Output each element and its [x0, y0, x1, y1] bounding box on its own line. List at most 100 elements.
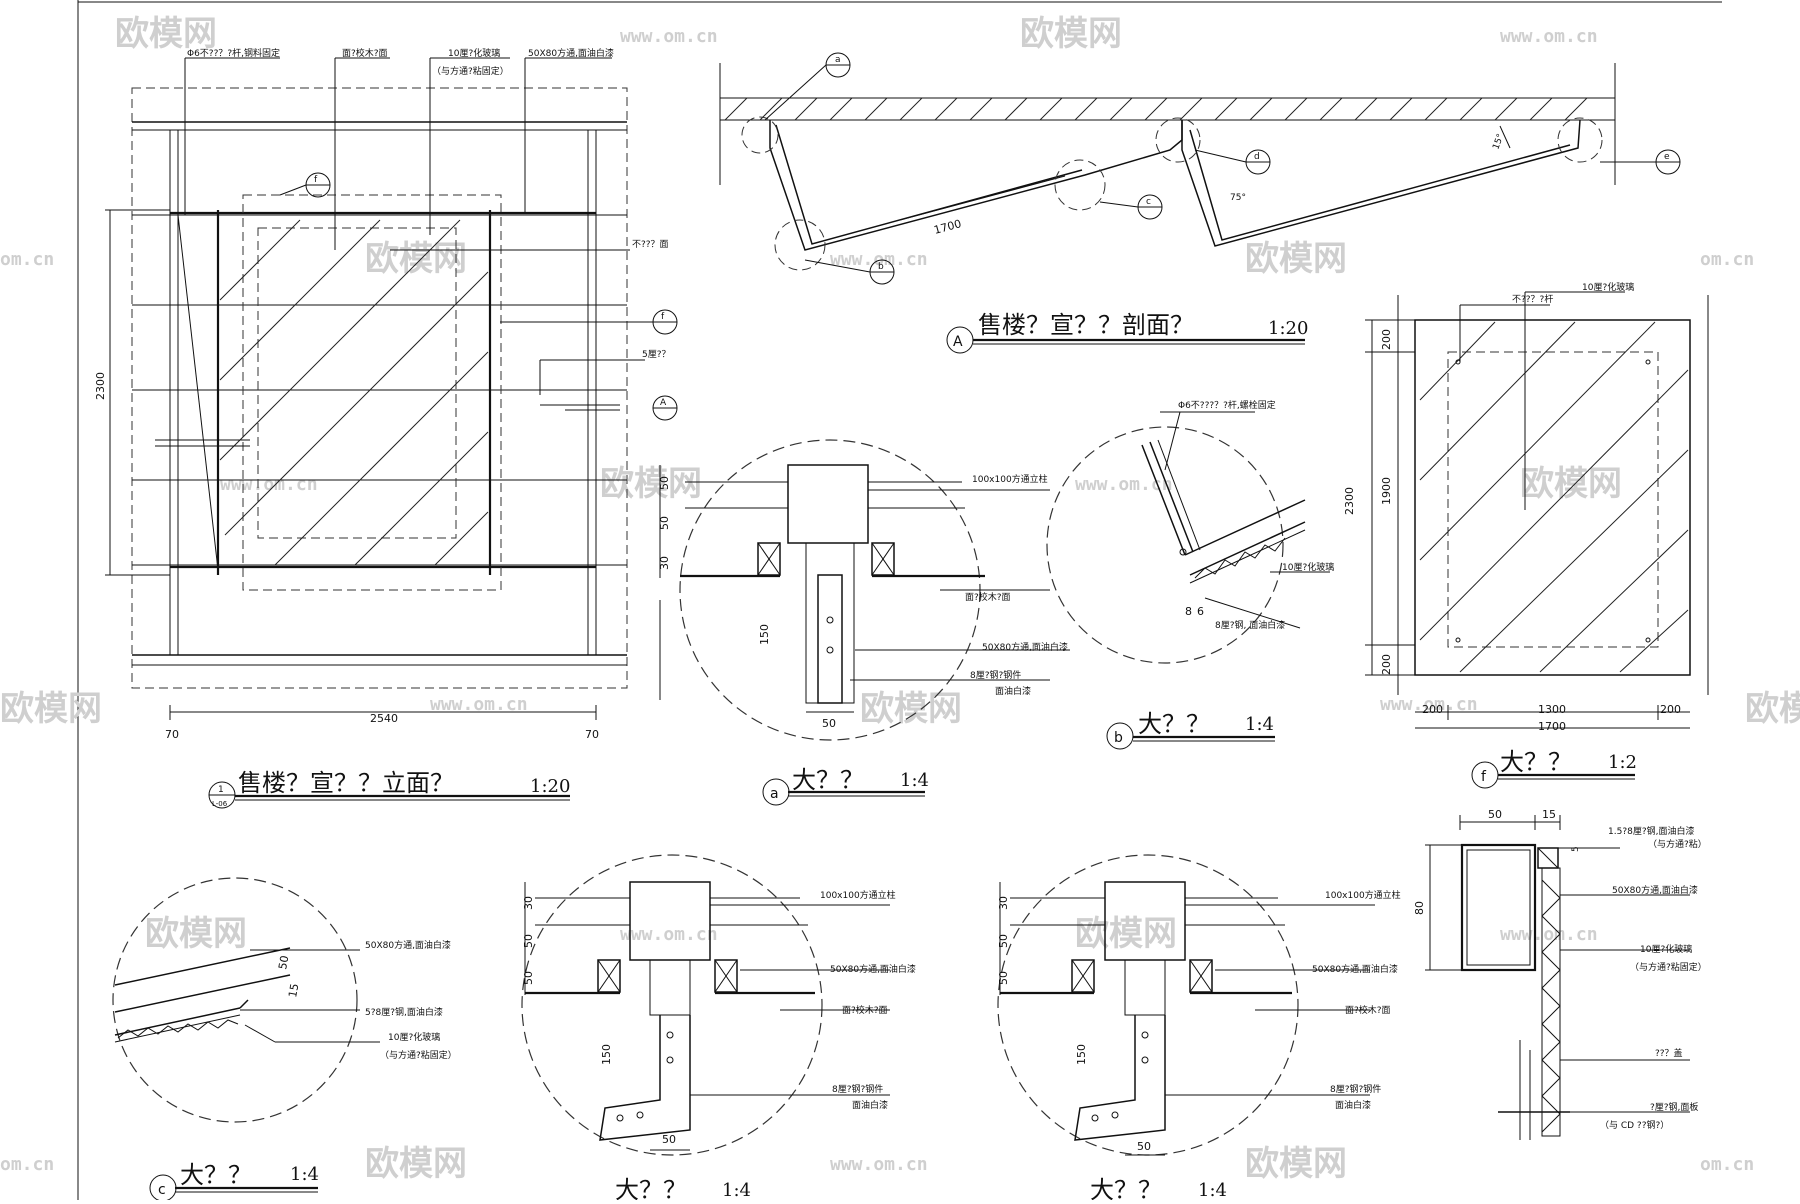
svg-text:200: 200 [1380, 329, 1393, 350]
section-a-title-block: A 售楼？宣？？剖面？ 1:20 [946, 311, 1308, 354]
svg-text:欧模网: 欧模网 [1520, 464, 1622, 504]
svg-text:L-06: L-06 [212, 800, 228, 808]
svg-text:www.om.cn: www.om.cn [1075, 474, 1173, 495]
svg-text:100x100方通立柱: 100x100方通立柱 [820, 889, 896, 901]
svg-text:50X80方通,面油白漆: 50X80方通,面油白漆 [1612, 884, 1698, 896]
label-rod: Φ6不??？?杆,钢料固定 [187, 47, 280, 59]
svg-text:5?8厘?钢,面油白漆: 5?8厘?钢,面油白漆 [365, 1006, 443, 1018]
detail-a-title: 大？？ [792, 766, 864, 794]
svg-text:5: 5 [1571, 846, 1581, 852]
svg-text:80: 80 [1413, 901, 1426, 915]
svg-text:面?校木?面: 面?校木?面 [965, 591, 1011, 603]
detail-e-title-block: 大？？ 1:4 [1090, 1176, 1227, 1204]
detail-a-title-block: a 大？？ 1:4 [762, 766, 929, 806]
svg-text:om.cn: om.cn [1700, 249, 1754, 270]
svg-text:200: 200 [1422, 703, 1443, 716]
detail-f-scale: 1:2 [1608, 752, 1637, 773]
detail-f-title: 大？？ [1500, 748, 1572, 776]
detail-b-title-block: b 大？？ 1:4 [1106, 710, 1275, 750]
svg-text:50: 50 [662, 1133, 676, 1146]
svg-text:8厘?钢, 面油白漆: 8厘?钢, 面油白漆 [1215, 619, 1285, 631]
svg-text:1900: 1900 [1380, 477, 1393, 505]
svg-text:面?校木?面: 面?校木?面 [842, 1004, 888, 1016]
svg-text:欧模网: 欧模网 [365, 1144, 467, 1184]
svg-text:50X80方通,面油白漆: 50X80方通,面油白漆 [982, 641, 1068, 653]
detail-e-drawing: 30 50 50 150 50 100x100方通立柱 50X80方通,面油白漆… [997, 854, 1401, 1204]
svg-text:c: c [1146, 197, 1151, 207]
svg-text:??？盖: ??？盖 [1655, 1047, 1683, 1059]
detail-c-scale: 1:4 [290, 1164, 319, 1185]
svg-text:1300: 1300 [1538, 703, 1566, 716]
detail-d-drawing: 30 50 50 150 50 100x100方通立柱 50X80方通,面油白漆… [521, 854, 916, 1204]
svg-text:面?校木?面: 面?校木?面 [1345, 1004, 1391, 1016]
svg-text:30: 30 [522, 896, 535, 910]
svg-text:A: A [660, 398, 667, 408]
svg-text:1700: 1700 [1538, 720, 1566, 733]
detail-c-drawing: 50X80方通,面油白漆 5?8厘?钢,面油白漆 10厘?化玻璃 （与方通?粘固… [112, 877, 457, 1202]
svg-text:70: 70 [585, 728, 599, 741]
svg-text:面油白漆: 面油白漆 [852, 1099, 888, 1111]
svg-text:欧模网: 欧模网 [365, 239, 467, 279]
svg-text:www.om.cn: www.om.cn [1500, 26, 1598, 47]
svg-text:不??？面: 不??？面 [632, 239, 669, 250]
svg-text:100x100方通立柱: 100x100方通立柱 [1325, 889, 1401, 901]
svg-text:10厘?化玻璃: 10厘?化玻璃 [1282, 561, 1334, 573]
svg-text:b: b [878, 262, 884, 272]
svg-text:15: 15 [286, 982, 301, 998]
svg-text:Φ6不???？?杆,螺栓固定: Φ6不???？?杆,螺栓固定 [1178, 399, 1276, 411]
svg-text:50: 50 [522, 934, 535, 948]
marker-e-callout[interactable]: e [1600, 149, 1681, 175]
svg-text:欧模网: 欧模网 [1245, 1144, 1347, 1184]
svg-text:（与方通?粘固定）: （与方通?粘固定） [380, 1049, 457, 1061]
svg-text:75°: 75° [1230, 193, 1246, 203]
elevation-scale: 1:20 [530, 776, 570, 797]
svg-text:www.om.cn: www.om.cn [830, 249, 928, 270]
detail-d-title-block: 大？？ 1:4 [615, 1176, 751, 1204]
svg-text:不??？?杆: 不??？?杆 [1512, 293, 1553, 305]
svg-text:欧模网: 欧模网 [1020, 14, 1122, 54]
detail-b-title: 大？？ [1138, 710, 1210, 738]
glass-hatch [219, 219, 489, 566]
svg-text:欧模网: 欧模网 [115, 14, 217, 54]
svg-text:6: 6 [1197, 605, 1204, 618]
svg-text:a: a [835, 55, 841, 65]
svg-text:（与方通?粘固定）: （与方通?粘固定） [1630, 961, 1707, 973]
glass-hatch-f [1419, 321, 1689, 673]
svg-text:面油白漆: 面油白漆 [1335, 1099, 1371, 1111]
marker-f-top[interactable]: f [279, 172, 331, 198]
svg-text:8厘?钢?钢件: 8厘?钢?钢件 [832, 1083, 883, 1095]
detail-d-title: 大？？ [615, 1176, 687, 1200]
detail-a-drawing: 50 50 30 150 50 100x100方通立柱 面?校木?面 50X80… [658, 439, 1070, 806]
svg-text:50: 50 [1137, 1140, 1151, 1153]
svg-text:15°: 15° [1491, 133, 1506, 151]
marker-a-section[interactable]: A [652, 395, 678, 421]
elevation-width-dim: 2540 [370, 712, 398, 725]
svg-text:a: a [770, 786, 779, 802]
svg-text:www.om.cn: www.om.cn [430, 694, 528, 715]
detail-f-drawing: 2300 1900 200 200 200 1300 200 1700 不??？… [1343, 281, 1709, 789]
ceiling-hatch [724, 97, 1588, 121]
svg-text:欧模网: 欧模网 [145, 914, 247, 954]
svg-text:欧模网: 欧模网 [860, 689, 962, 729]
elevation-title: 售楼？宣？？立面？ [238, 769, 454, 797]
svg-text:50: 50 [997, 971, 1010, 985]
svg-text:50: 50 [658, 476, 671, 490]
svg-text:150: 150 [600, 1044, 613, 1065]
svg-text:欧模网: 欧模网 [1245, 239, 1347, 279]
detail-c-title-block: c 大？？ 1:4 [149, 1161, 319, 1202]
svg-text:10厘?化玻璃: 10厘?化玻璃 [1582, 281, 1634, 293]
marker-f-side[interactable]: f [500, 309, 678, 335]
detail-f-title-block: f 大？？ 1:2 [1471, 748, 1637, 789]
elevation-drawing: 2300 2540 70 70 Φ6不??？?杆,钢料固定 面?校木?面 10厘… [94, 47, 678, 809]
svg-text:www.om.cn: www.om.cn [830, 1154, 928, 1175]
svg-text:www.om.cn: www.om.cn [1380, 694, 1478, 715]
svg-text:?厘?钢,面板: ?厘?钢,面板 [1650, 1101, 1698, 1113]
marker-c-callout[interactable]: c [1099, 194, 1163, 220]
svg-text:15: 15 [1542, 808, 1556, 821]
svg-text:50X80方通,面油白漆: 50X80方通,面油白漆 [365, 939, 451, 951]
marker-b-callout[interactable]: b [804, 259, 895, 285]
marker-d-callout[interactable]: d [1194, 149, 1271, 175]
marker-a-callout[interactable]: a [764, 52, 851, 121]
section-a-drawing: 1700 15° 75° a b c d e A [719, 52, 1681, 354]
svg-text:om.cn: om.cn [0, 1154, 54, 1175]
